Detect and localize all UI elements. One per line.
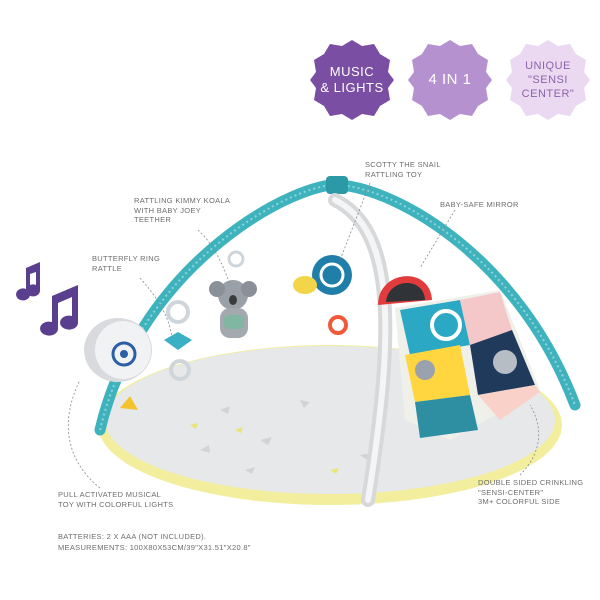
callout-scotty-snail: SCOTTY THE SNAIL RATTLING TOY xyxy=(365,160,441,179)
callout-crinkling: DOUBLE SIDED CRINKLING "SENSI-CENTER" 3M… xyxy=(478,478,584,506)
badge-4-in-1-text: 4 IN 1 xyxy=(428,71,472,88)
snail-toy xyxy=(293,255,352,295)
sensi-center-panel xyxy=(395,290,540,440)
baby-safe-mirror xyxy=(378,276,432,305)
butterfly-rattle xyxy=(164,300,192,381)
arch-connector xyxy=(326,176,348,194)
music-note-icon xyxy=(40,285,79,336)
badge-4-in-1: 4 IN 1 xyxy=(408,38,492,122)
badge-sensi-center-text: UNIQUE "SENSI CENTER" xyxy=(521,60,575,100)
badge-music-lights-text: MUSIC & LIGHTS xyxy=(320,64,384,95)
koala-toy xyxy=(209,250,257,338)
badge-sensi-center: UNIQUE "SENSI CENTER" xyxy=(506,38,590,122)
batteries-note: BATTERIES: 2 X AAA (NOT INCLUDED). xyxy=(58,532,207,541)
measurements-note: MEASUREMENTS: 100X80X53CM/39"X31.51"X20.… xyxy=(58,543,251,552)
music-note-icon xyxy=(16,262,41,301)
callout-mirror: BABY-SAFE MIRROR xyxy=(440,200,519,209)
callout-butterfly: BUTTERFLY RING RATTLE xyxy=(92,254,161,273)
musical-light-toy xyxy=(84,318,152,410)
callout-kimmy-koala: RATTLING KIMMY KOALA WITH BABY JOEY TEET… xyxy=(134,196,231,224)
badge-music-lights: MUSIC & LIGHTS xyxy=(310,38,394,122)
teether-ring xyxy=(328,315,348,335)
callout-musical-toy: PULL ACTIVATED MUSICAL TOY WITH COLORFUL… xyxy=(58,490,174,509)
